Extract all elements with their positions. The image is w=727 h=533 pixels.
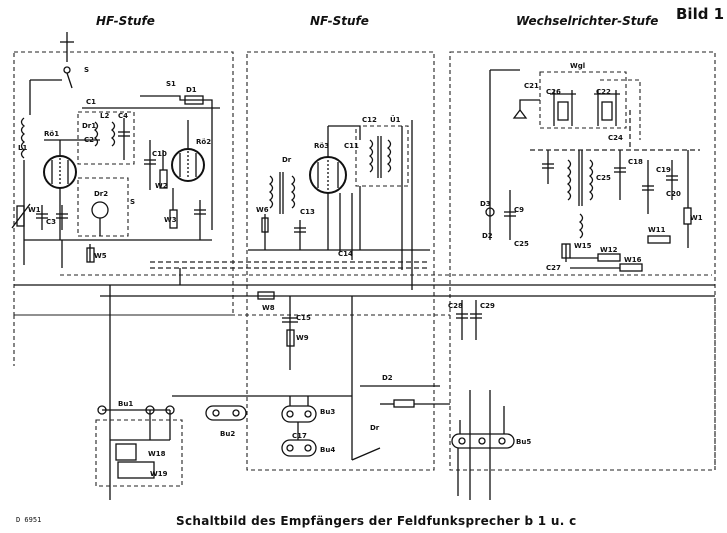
svg-text:W6: W6 (256, 206, 269, 214)
svg-text:C25: C25 (514, 240, 529, 248)
hf-stage-box (13, 51, 234, 316)
supply-buses: W8 C15 W9 C28 C29 (14, 261, 715, 500)
wechselrichter-stage-box (449, 51, 716, 471)
svg-text:Bu3: Bu3 (320, 408, 335, 416)
svg-text:D3: D3 (480, 200, 491, 208)
svg-text:C21: C21 (524, 82, 539, 90)
svg-text:Dr1: Dr1 (82, 122, 96, 130)
svg-text:C10: C10 (152, 150, 167, 158)
svg-text:Rö1: Rö1 (44, 130, 59, 138)
svg-text:W15: W15 (574, 242, 592, 250)
svg-text:C1: C1 (86, 98, 96, 106)
svg-text:Wgl: Wgl (570, 62, 585, 70)
svg-text:C28: C28 (448, 302, 463, 310)
svg-text:Bu5: Bu5 (516, 438, 531, 446)
svg-text:C24: C24 (608, 134, 623, 142)
svg-text:Dr: Dr (282, 156, 292, 164)
svg-text:L2: L2 (100, 112, 109, 120)
svg-text:S: S (130, 198, 135, 206)
svg-text:C15: C15 (296, 314, 311, 322)
svg-text:W12: W12 (600, 246, 618, 254)
svg-text:W8: W8 (262, 304, 275, 312)
svg-text:Rö3: Rö3 (314, 142, 329, 150)
svg-text:C22: C22 (596, 88, 611, 96)
svg-text:C25: C25 (596, 174, 611, 182)
svg-text:C11: C11 (344, 142, 359, 150)
svg-text:C14: C14 (338, 250, 353, 258)
drawing-number-stamp: D 6951 (16, 516, 42, 524)
svg-text:Bu4: Bu4 (320, 446, 335, 454)
svg-text:Ü1: Ü1 (390, 115, 401, 124)
svg-text:W2: W2 (155, 182, 168, 190)
svg-text:D2: D2 (482, 232, 493, 240)
svg-text:Bu1: Bu1 (118, 400, 133, 408)
svg-text:S1: S1 (166, 80, 176, 88)
svg-text:Dr2: Dr2 (94, 190, 108, 198)
svg-text:S: S (84, 66, 89, 74)
svg-text:C27: C27 (546, 264, 561, 272)
figure-label: Bild 1 (676, 5, 725, 23)
wechselrichter-stage: Wgl C21 C26 C22 C24 C25 C18 C19 C20 W1 D… (480, 62, 703, 272)
svg-text:C20: C20 (666, 190, 681, 198)
svg-text:W9: W9 (296, 334, 309, 342)
svg-text:Dr: Dr (370, 424, 380, 432)
svg-text:C19: C19 (656, 166, 671, 174)
svg-text:C13: C13 (300, 208, 315, 216)
svg-text:W3: W3 (164, 216, 177, 224)
nf-stage-box (246, 51, 435, 471)
svg-text:C26: C26 (546, 88, 561, 96)
svg-text:Rö2: Rö2 (196, 138, 211, 146)
svg-text:C3: C3 (46, 218, 56, 226)
section-title-hf: HF-Stufe (96, 14, 155, 28)
bottom-connectors: Bu1 W18 W19 Bu2 Bu3 Bu4 C17 D2 Dr (95, 296, 531, 500)
svg-text:W18: W18 (148, 450, 166, 458)
section-title-wechselrichter: Wechselrichter-Stufe (516, 14, 659, 28)
svg-text:W11: W11 (648, 226, 666, 234)
svg-text:W1: W1 (690, 214, 703, 222)
nf-stage: Rö3 Dr C12 Ü1 C11 W6 C13 C14 (248, 115, 430, 290)
section-title-nf: NF-Stufe (310, 14, 369, 28)
hf-stage: L1 Rö1 S C1 Dr1 C2 L2 C4 S1 D1 Rö2 C10 W… (11, 32, 220, 268)
svg-text:C2: C2 (84, 136, 94, 144)
svg-text:W19: W19 (150, 470, 168, 478)
svg-text:C29: C29 (480, 302, 495, 310)
svg-text:C12: C12 (362, 116, 377, 124)
svg-text:W5: W5 (94, 252, 107, 260)
svg-text:W16: W16 (624, 256, 642, 264)
svg-text:D2: D2 (382, 374, 393, 382)
diagram-caption: Schaltbild des Empfängers der Feldfunksp… (176, 514, 577, 528)
svg-text:C4: C4 (118, 112, 128, 120)
svg-text:C18: C18 (628, 158, 643, 166)
svg-text:Bu2: Bu2 (220, 430, 235, 438)
svg-text:L1: L1 (18, 144, 27, 152)
svg-text:W1: W1 (28, 206, 41, 214)
svg-text:C17: C17 (292, 432, 307, 440)
svg-text:C9: C9 (514, 206, 524, 214)
svg-text:D1: D1 (186, 86, 197, 94)
